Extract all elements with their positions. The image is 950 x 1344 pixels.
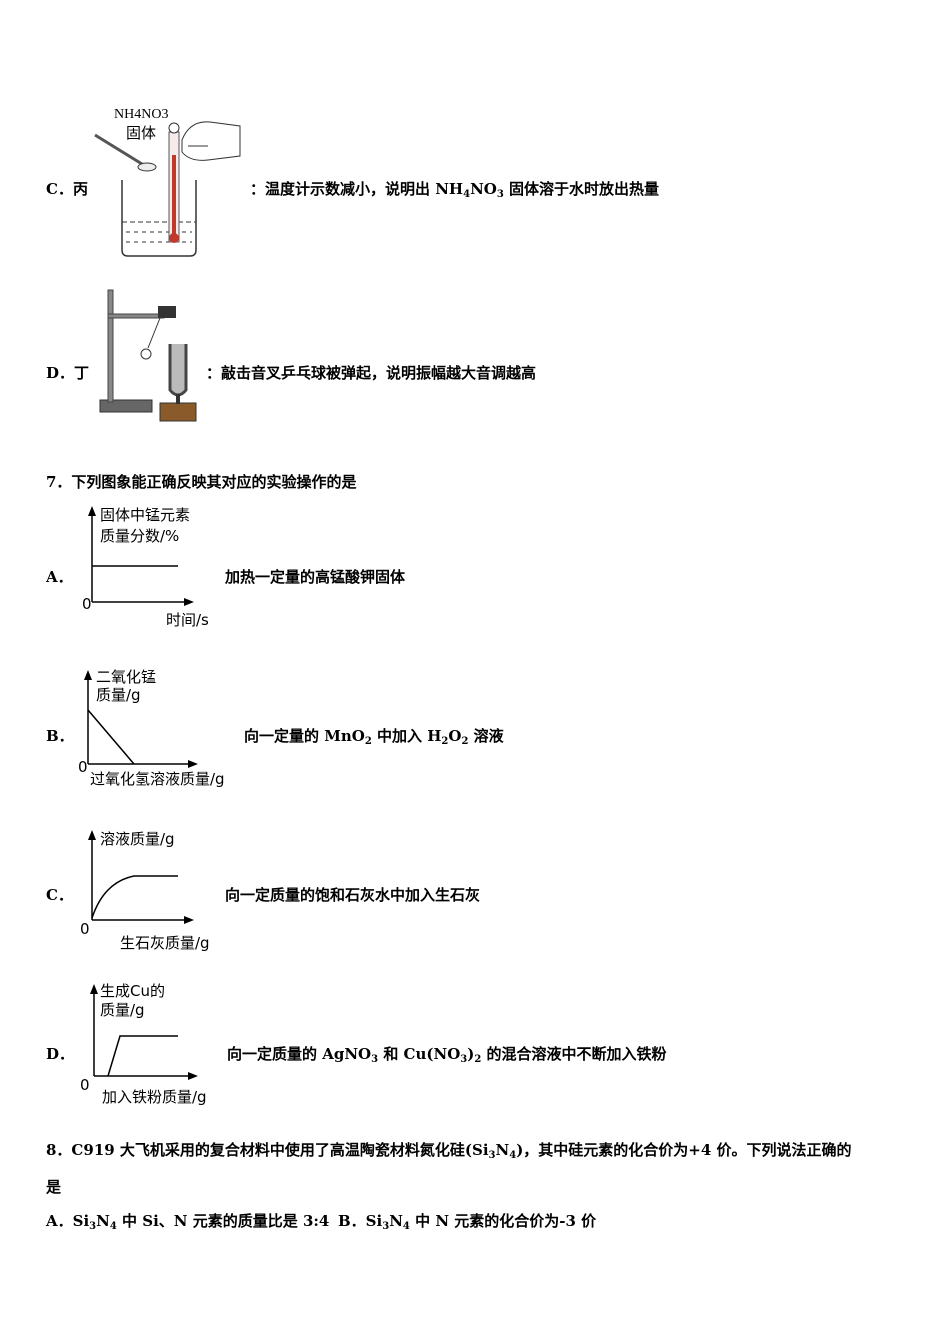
- q7-option-a-desc: 加热一定量的高锰酸钾固体: [225, 568, 406, 586]
- svg-text:固体中锰元素: 固体中锰元素: [100, 506, 190, 524]
- option-c-statement: ：温度计示数减小，说明出 NH4NO3 固体溶于水时放出热量: [250, 180, 660, 200]
- line-d: [107, 1035, 178, 1077]
- q7-stem: 7．下列图象能正确反映其对应的实验操作的是: [46, 473, 357, 491]
- svg-text:质量/g: 质量/g: [96, 686, 141, 704]
- q8-stem: 8．C919 大飞机采用的复合材料中使用了高温陶瓷材料氮化硅(Si3N4)，其中…: [46, 1141, 852, 1161]
- option-c-label: C．丙: [46, 180, 88, 198]
- svg-text:二氧化锰: 二氧化锰: [96, 668, 156, 686]
- line-b: [87, 709, 135, 765]
- svg-text:质量/g: 质量/g: [100, 1001, 145, 1019]
- svg-text:时间/s: 时间/s: [166, 611, 209, 629]
- svg-text:生石灰质量/g: 生石灰质量/g: [120, 934, 210, 952]
- svg-text:过氧化氢溶液质量/g: 过氧化氢溶液质量/g: [90, 770, 225, 788]
- q7-option-b-label: B．: [46, 727, 74, 745]
- q8-stem-line2: 是: [46, 1178, 62, 1196]
- graph-a: 固体中锰元素 质量分数/% 0 时间/s: [82, 506, 209, 629]
- graph-c: 溶液质量/g 0 生石灰质量/g: [80, 830, 210, 952]
- q8-option-a: A．Si3N4 中 Si、N 元素的质量比是 3:4: [46, 1212, 330, 1232]
- svg-text:生成Cu的: 生成Cu的: [100, 982, 165, 1000]
- line-c: [91, 875, 178, 919]
- q8-option-b: B．Si3N4 中 N 元素的化合价为-3 价: [338, 1212, 597, 1232]
- svg-text:0: 0: [78, 758, 88, 776]
- q7-option-c-label: C．: [46, 886, 73, 904]
- svg-text:0: 0: [80, 920, 90, 938]
- q7-option-a-label: A．: [46, 568, 73, 586]
- thermometer-beaker-figure: NH4NO3 固体: [94, 107, 241, 257]
- svg-text:质量分数/%: 质量分数/%: [100, 527, 179, 545]
- q7-option-d-desc: 向一定质量的 AgNO3 和 Cu(NO3)2 的混合溶液中不断加入铁粉: [227, 1045, 667, 1065]
- svg-text:0: 0: [80, 1076, 90, 1094]
- svg-text:加入铁粉质量/g: 加入铁粉质量/g: [102, 1088, 207, 1106]
- q7-option-c-desc: 向一定质量的饱和石灰水中加入生石灰: [225, 886, 481, 904]
- svg-text:溶液质量/g: 溶液质量/g: [100, 830, 175, 848]
- fig-label-solid: 固体: [126, 124, 156, 142]
- fig-label-nh4no3: NH4NO3: [114, 107, 168, 122]
- option-d-label: D．丁: [46, 364, 90, 382]
- tuning-fork-figure: [99, 289, 197, 422]
- q7-option-d-label: D．: [46, 1045, 75, 1063]
- svg-text:0: 0: [82, 595, 92, 613]
- graph-b: 二氧化锰 质量/g 0 过氧化氢溶液质量/g: [78, 668, 225, 788]
- q7-option-b-desc: 向一定量的 MnO2 中加入 H2O2 溶液: [244, 727, 504, 747]
- graph-d: 生成Cu的 质量/g 0 加入铁粉质量/g: [80, 982, 207, 1106]
- option-d-statement: ：敲击音叉乒乓球被弹起，说明振幅越大音调越高: [206, 364, 537, 382]
